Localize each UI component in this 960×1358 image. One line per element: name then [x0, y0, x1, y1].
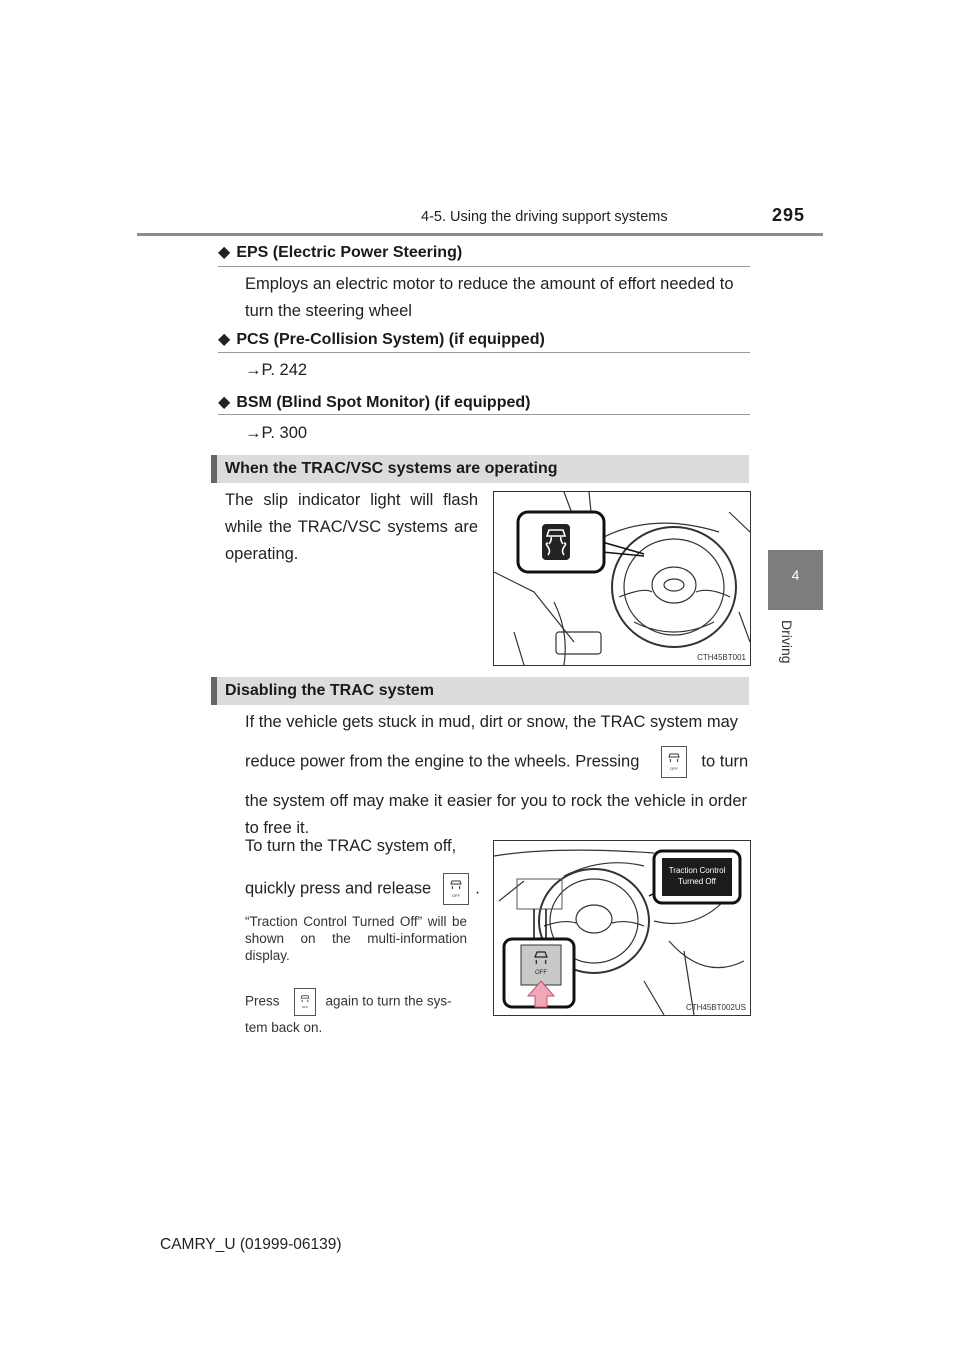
svg-text:OFF: OFF: [452, 893, 461, 898]
trac-off-button-icon: OFF: [293, 988, 316, 1016]
chapter-number: 4: [791, 567, 800, 583]
disabling-para1: If the vehicle gets stuck in mud, dirt o…: [245, 713, 749, 837]
pcs-rule: [218, 352, 750, 353]
figure-id: CTH45BT001: [697, 653, 746, 662]
chapter-tab: [768, 550, 823, 610]
disabling-heading-bar: Disabling the TRAC system: [211, 677, 749, 705]
operating-body: The slip indicator light will flash whil…: [225, 491, 478, 563]
eps-body: Employs an electric motor to reduce the …: [245, 275, 734, 320]
svg-text:OFF: OFF: [670, 766, 679, 771]
diamond-icon: ◆: [218, 244, 231, 261]
pcs-ref[interactable]: →P. 242: [245, 361, 308, 379]
eps-rule: [218, 266, 750, 267]
diamond-icon: ◆: [218, 331, 231, 348]
steering-wheel-figure: CTH45BT001: [493, 491, 751, 666]
display-line1: Traction Control: [669, 866, 726, 875]
trac-off-button-icon: OFF: [661, 746, 688, 778]
figure-id: CTH45BT002US: [685, 1003, 746, 1012]
slip-indicator-icon: [545, 529, 567, 556]
press-again-line2: tem back on.: [245, 1020, 323, 1035]
chapter-label: Driving: [779, 620, 795, 664]
pcs-heading: ◆PCS (Pre-Collision System) (if equipped…: [218, 331, 545, 348]
dashboard-illustration: OFF Traction Control Turned Off: [494, 849, 745, 1015]
disabling-para2: To turn the TRAC system off,: [245, 837, 457, 855]
svg-text:OFF: OFF: [535, 970, 547, 976]
operating-heading-bar: When the TRAC/VSC systems are operating: [211, 455, 749, 483]
header-rule: [137, 233, 823, 236]
diamond-icon: ◆: [218, 394, 231, 411]
svg-text:OFF: OFF: [301, 1005, 307, 1009]
disabling-note: “Traction Control Turned Off” will be sh…: [245, 914, 467, 963]
trac-off-figure: OFF Traction Control Turned Off CTH45BT0…: [493, 840, 751, 1016]
eps-heading: ◆EPS (Electric Power Steering): [218, 244, 463, 261]
display-line2: Turned Off: [678, 877, 717, 886]
footer-model: CAMRY_U (01999-06139): [160, 1236, 342, 1253]
bsm-heading: ◆BSM (Blind Spot Monitor) (if equipped): [218, 394, 531, 411]
bsm-rule: [218, 414, 750, 415]
bsm-ref[interactable]: →P. 300: [245, 424, 308, 442]
section-title: 4-5. Using the driving support systems: [421, 209, 668, 225]
trac-off-button-icon: OFF: [443, 873, 470, 905]
steering-wheel-illustration: [494, 492, 750, 665]
page-number: 295: [772, 205, 806, 225]
